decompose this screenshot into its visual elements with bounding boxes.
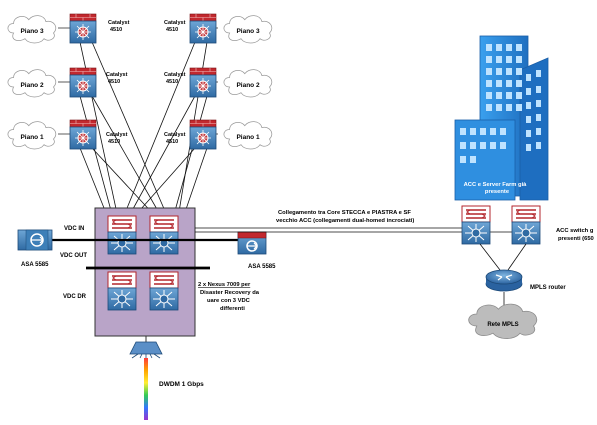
building-label-line2: presente [485, 189, 510, 195]
nexus-7009-b-vdc-in [149, 215, 179, 255]
catalyst-switch-right-2 [189, 67, 217, 98]
catalyst-switch-left-2 [69, 67, 97, 98]
asa-firewall-right [237, 231, 267, 255]
asa-label-right: ASA 5585 [248, 264, 276, 270]
switch-label-right-3-l2: 4510 [166, 27, 178, 33]
catalyst-switch-right-1 [189, 119, 217, 150]
dwdm-prism [129, 341, 163, 359]
switch-label-left-1-l1: Catalyst [106, 132, 128, 138]
switch-label-right-3-l1: Catalyst [164, 20, 186, 26]
switch-label-left-1-l2: 4510 [108, 139, 120, 145]
vdc-in-label: VDC IN [64, 226, 84, 232]
mpls-router-label: MPLS router [530, 285, 566, 291]
nexus-note-line3: uare con 3 VDC [207, 298, 251, 304]
switch-label-left-3-l1: Catalyst [108, 20, 130, 26]
acc-switch-left [461, 205, 491, 245]
switch-label-right-1-l1: Catalyst [164, 132, 186, 138]
floor-label-left-3: Piano 3 [20, 28, 44, 35]
link-note-line2: vecchio ACC (collegamenti dual-homed inc… [276, 218, 414, 224]
switch-label-right-1-l2: 4510 [166, 139, 178, 145]
building-icon [454, 35, 549, 201]
mpls-cloud-label: Rete MPLS [487, 322, 518, 328]
floor-label-left-2: Piano 2 [20, 82, 44, 89]
nexus-7009-b-vdc-dr [149, 271, 179, 311]
mpls-router-icon [485, 269, 523, 292]
floor-label-right-1: Piano 1 [236, 134, 260, 141]
catalyst-switch-left-3 [69, 13, 97, 44]
vdc-dr-label: VDC DR [63, 294, 87, 300]
floor-label-right-3: Piano 3 [236, 28, 260, 35]
vdc-out-label: VDC OUT [60, 253, 87, 259]
acc-switch-right [511, 205, 541, 245]
nexus-note-line1: 2 x Nexus 7009 per [198, 282, 251, 288]
dwdm-label: DWDM 1 Gbps [159, 381, 204, 388]
acc-switch-label-line1: ACC switch g [556, 228, 594, 234]
nexus-7009-a-vdc-in [107, 215, 137, 255]
uplink-lines [79, 41, 208, 219]
acc-switch-label-line2: presenti (650 [558, 236, 594, 242]
switch-label-right-2-l2: 4510 [166, 79, 178, 85]
nexus-note-line2: Disaster Recovery da [200, 290, 260, 296]
floor-label-left-1: Piano 1 [20, 134, 44, 141]
building-label-line1: ACC e Server Farm già [464, 182, 528, 188]
asa-firewall-left [17, 229, 53, 251]
switch-label-left-2-l1: Catalyst [106, 72, 128, 78]
floor-label-right-2: Piano 2 [236, 82, 260, 89]
catalyst-switch-right-3 [189, 13, 217, 44]
acc-router-link-1 [479, 243, 501, 271]
nexus-note-line4: differenti [220, 306, 245, 312]
switch-label-left-2-l2: 4510 [108, 79, 120, 85]
catalyst-switch-left-1 [69, 119, 97, 150]
dwdm-spectrum [144, 358, 148, 420]
switch-label-right-2-l1: Catalyst [164, 72, 186, 78]
nexus-7009-a-vdc-dr [107, 271, 137, 311]
link-note-line1: Collegamento tra Core STECCA e PIASTRA e… [278, 210, 411, 216]
switch-label-left-3-l2: 4510 [110, 27, 122, 33]
acc-router-link-2 [507, 243, 527, 271]
asa-label-left: ASA 5585 [21, 262, 49, 268]
